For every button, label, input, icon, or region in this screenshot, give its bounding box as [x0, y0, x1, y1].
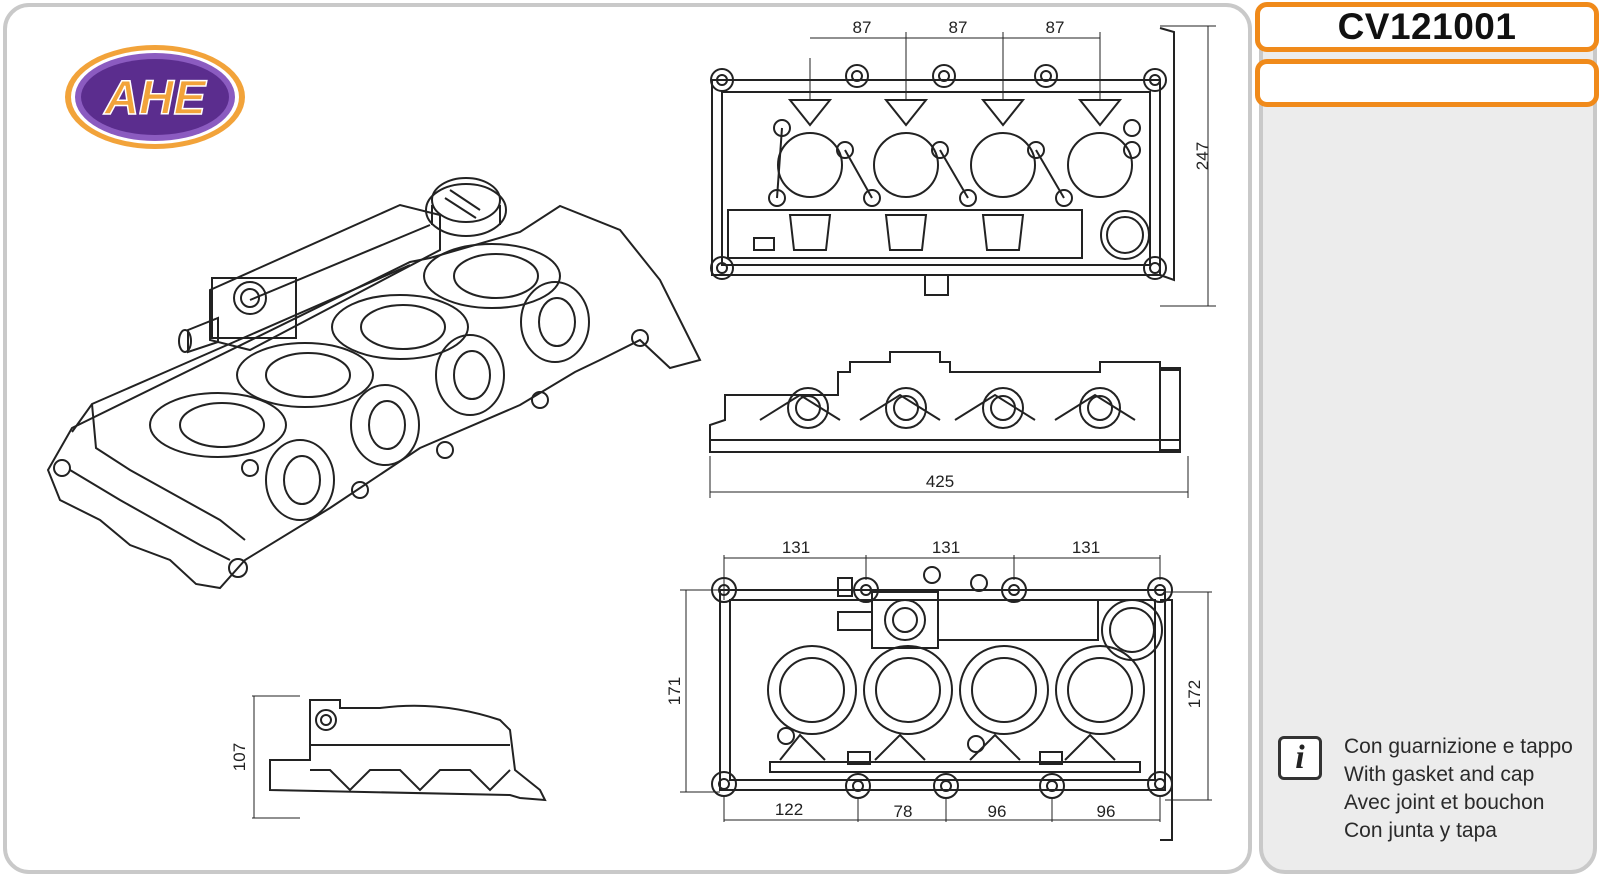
dim-bottom-top-3: 131 — [1072, 538, 1100, 557]
dim-side-length: 425 — [926, 472, 954, 491]
ahe-logo: AHE — [65, 45, 245, 149]
part-code-box: CV121001 — [1255, 2, 1599, 52]
dim-bottom-bot-1: 122 — [775, 800, 803, 819]
info-line-en: With gasket and cap — [1344, 763, 1535, 786]
side-view — [709, 351, 1181, 453]
end-view-dims — [252, 695, 300, 819]
dim-bottom-right-height: 172 — [1185, 680, 1204, 708]
dim-bottom-bot-3: 96 — [988, 802, 1007, 821]
dim-top-3: 87 — [1046, 18, 1065, 37]
info-icon: i — [1278, 736, 1322, 780]
info-line-fr: Avec joint et bouchon — [1344, 791, 1545, 814]
secondary-code-box — [1255, 59, 1599, 107]
top-view-dims — [809, 25, 1216, 307]
side-view-dims — [709, 456, 1189, 498]
top-view — [710, 27, 1175, 296]
info-lines: Con guarnizione e tappo With gasket and … — [1344, 733, 1573, 845]
info-line-es: Con junta y tapa — [1344, 819, 1497, 842]
part-code: CV121001 — [1337, 6, 1517, 47]
dim-end-height: 107 — [230, 743, 249, 771]
dim-bottom-bot-2: 78 — [894, 802, 913, 821]
logo-text: AHE — [103, 72, 207, 125]
info-panel — [1259, 3, 1597, 874]
info-line-it: Con guarnizione e tappo — [1344, 735, 1573, 758]
dim-top-1: 87 — [853, 18, 872, 37]
end-view — [269, 699, 547, 802]
dim-bottom-top-1: 131 — [782, 538, 810, 557]
isometric-view — [46, 177, 702, 590]
dim-top-height: 247 — [1193, 142, 1212, 170]
bottom-view-dims — [680, 555, 1212, 822]
dim-bottom-top-2: 131 — [932, 538, 960, 557]
dim-top-2: 87 — [949, 18, 968, 37]
info-note: i Con guarnizione e tappo With gasket an… — [1278, 733, 1588, 853]
dim-bottom-bot-4: 96 — [1097, 802, 1116, 821]
dim-bottom-left-height: 171 — [665, 677, 684, 705]
